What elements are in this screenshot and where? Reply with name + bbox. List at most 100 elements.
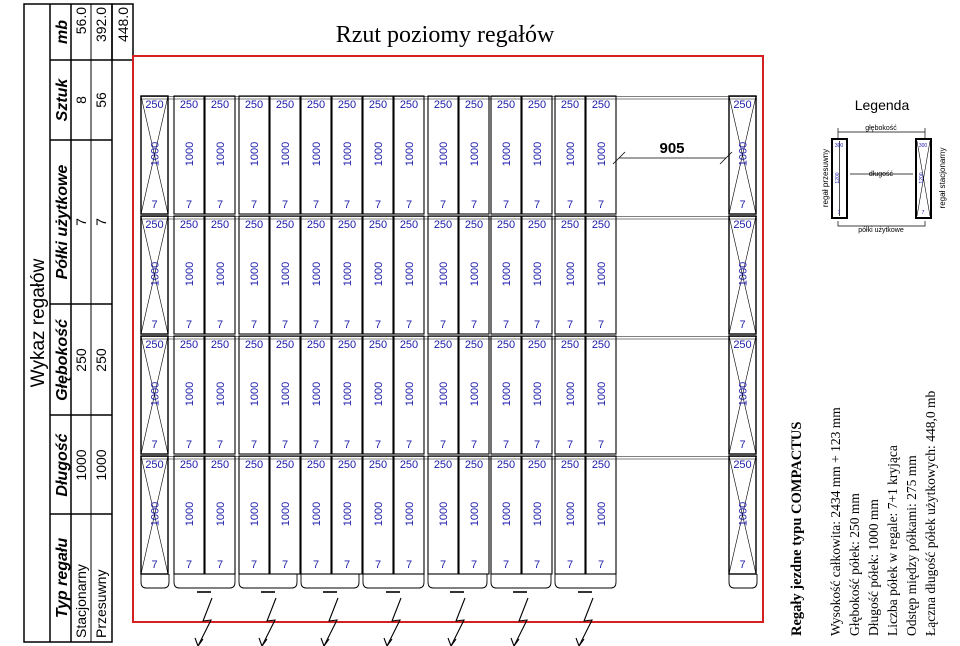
rack-depth-label: 250 xyxy=(145,459,163,471)
rack-length-label: 1000 xyxy=(342,262,354,286)
rack-shelves-label: 7 xyxy=(440,439,446,451)
cell-r2-depth: 250 xyxy=(93,348,109,372)
rack-length-label: 1000 xyxy=(280,502,292,526)
rack-length-label: 1000 xyxy=(342,502,354,526)
rack-shelves-label: 7 xyxy=(344,319,350,331)
cell-r1-length: 1000 xyxy=(73,449,89,480)
rack-depth-label: 250 xyxy=(369,339,387,351)
rack-shelves-label: 7 xyxy=(151,199,157,211)
power-bolt-arrow-icon xyxy=(258,637,268,646)
rack-length-label: 1000 xyxy=(184,382,196,406)
mobile-rack-r4-c5 xyxy=(300,455,332,575)
rack-length-label: 1000 xyxy=(596,142,608,166)
rack-length-label: 1000 xyxy=(469,262,481,286)
rack-depth-label: 250 xyxy=(592,459,610,471)
power-bolt-arrow-icon xyxy=(320,637,330,646)
rack-shelves-label: 7 xyxy=(282,319,288,331)
rack-shelves-label: 7 xyxy=(598,559,604,571)
rack-length-label: 1000 xyxy=(738,262,750,286)
power-bolt-icon xyxy=(197,597,213,646)
svg-text:300: 300 xyxy=(835,143,844,149)
power-bolt-arrow-icon xyxy=(383,637,393,646)
mobile-rack-r3-c7 xyxy=(362,335,394,455)
mobile-rack-r2-c3 xyxy=(238,215,270,335)
rack-depth-label: 250 xyxy=(733,99,751,111)
stationary-rack-cross-b xyxy=(728,95,757,215)
rack-length-label: 1000 xyxy=(249,382,261,406)
mobile-rack-r4-c7 xyxy=(362,455,394,575)
rack-shelves-label: 7 xyxy=(375,199,381,211)
rack-depth-label: 250 xyxy=(145,99,163,111)
rack-length-label: 1000 xyxy=(280,142,292,166)
rack-depth-label: 250 xyxy=(497,459,515,471)
rack-depth-label: 250 xyxy=(497,339,515,351)
rack-shelves-label: 7 xyxy=(151,439,157,451)
rack-length-label: 1000 xyxy=(438,502,450,526)
power-bolt-arrow-icon xyxy=(194,637,204,646)
mobile-rack-r4-c6 xyxy=(331,455,363,575)
cell-r2-shelves: 7 xyxy=(93,218,109,226)
svg-text:1200: 1200 xyxy=(919,172,925,183)
mobile-rack-r4-c14 xyxy=(585,455,617,575)
mobile-rack-r4-c4 xyxy=(269,455,301,575)
cell-r1-depth: 250 xyxy=(73,348,89,372)
rack-shelves-label: 7 xyxy=(186,319,192,331)
rack-depth-label: 250 xyxy=(276,459,294,471)
rack-depth-label: 250 xyxy=(497,219,515,231)
rack-shelves-label: 7 xyxy=(313,559,319,571)
carriage-base-3 xyxy=(238,574,298,589)
rack-depth-label: 250 xyxy=(245,339,263,351)
carriage-base-5 xyxy=(362,574,425,589)
rack-length-label: 1000 xyxy=(342,142,354,166)
mobile-rack-r2-c6 xyxy=(331,215,363,335)
svg-text:7: 7 xyxy=(838,210,841,216)
legend-mobile-label: regał przesuwny xyxy=(821,149,830,207)
rack-shelves-label: 7 xyxy=(186,559,192,571)
rack-shelves-label: 7 xyxy=(406,559,412,571)
mobile-rack-r4-c1 xyxy=(173,455,205,575)
rack-shelves-label: 7 xyxy=(534,319,540,331)
rack-length-label: 1000 xyxy=(532,142,544,166)
rack-shelves-label: 7 xyxy=(471,559,477,571)
mobile-rack-r4-c3 xyxy=(238,455,270,575)
rack-depth-label: 250 xyxy=(338,339,356,351)
rack-depth-label: 250 xyxy=(307,459,325,471)
rack-length-label: 1000 xyxy=(404,262,416,286)
rack-length-label: 1000 xyxy=(215,262,227,286)
legend-shelves-label: półki użytkowe xyxy=(858,227,904,234)
cell-r2-count: 56 xyxy=(93,92,109,108)
rack-length-label: 1000 xyxy=(311,382,323,406)
rack-length-label: 1000 xyxy=(404,502,416,526)
col-header-length: Długość xyxy=(54,433,71,496)
rack-shelves-label: 7 xyxy=(251,319,257,331)
mobile-rack-r1-c4 xyxy=(269,95,301,215)
rack-shelves-label: 7 xyxy=(344,559,350,571)
rack-depth-label: 250 xyxy=(211,219,229,231)
rack-length-label: 1000 xyxy=(438,382,450,406)
rack-length-label: 1000 xyxy=(565,142,577,166)
mobile-rack-r1-c7 xyxy=(362,95,394,215)
stationary-rack-left-row-2 xyxy=(140,215,169,335)
mobile-rack-r3-c11 xyxy=(490,335,522,455)
rack-depth-label: 250 xyxy=(180,219,198,231)
rack-length-label: 1000 xyxy=(311,142,323,166)
cell-r2-type: Przesuwny xyxy=(93,570,109,638)
description-block: Regały jezdne typu COMPACTUS Wysokość ca… xyxy=(789,391,938,636)
mobile-rack-r3-c9 xyxy=(427,335,459,455)
rack-shelves-label: 7 xyxy=(739,319,745,331)
power-bolt-icon xyxy=(450,597,466,646)
rack-shelves-label: 7 xyxy=(217,559,223,571)
mobile-rack-r4-c8 xyxy=(393,455,425,575)
rack-length-label: 1000 xyxy=(215,382,227,406)
rack-shelves-label: 7 xyxy=(503,559,509,571)
carriage-base-4 xyxy=(300,574,360,589)
aisle-dimension-label: 905 xyxy=(659,140,684,157)
rack-depth-label: 250 xyxy=(338,219,356,231)
rack-length-label: 1000 xyxy=(565,262,577,286)
mobile-rack-r2-c13 xyxy=(554,215,586,335)
legend-mobile-rack xyxy=(831,138,848,219)
mobile-rack-r3-c14 xyxy=(585,335,617,455)
rack-length-label: 1000 xyxy=(150,142,162,166)
rack-length-label: 1000 xyxy=(738,142,750,166)
rack-shelves-label: 7 xyxy=(375,439,381,451)
